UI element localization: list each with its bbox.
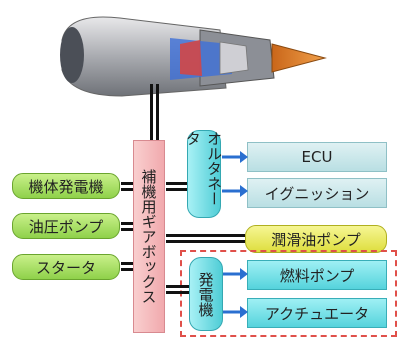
hydraulic-pump: 油圧ポンプ <box>12 213 120 239</box>
airframe-generator: 機体発電機 <box>12 173 120 199</box>
ecu-box: ECU <box>247 142 387 172</box>
connector-generator <box>166 285 189 288</box>
generator-label: 発電機 <box>196 271 215 317</box>
ignition-box: イグニッション <box>247 178 387 208</box>
starter-label: スタータ <box>35 258 96 277</box>
ecu-label: ECU <box>301 148 333 166</box>
alternator-label: オルタネータ <box>184 131 223 206</box>
starter: スタータ <box>12 254 120 280</box>
jet-engine-illustration <box>60 16 327 97</box>
connector-hydraulic-pump <box>121 222 133 225</box>
connector-starter <box>121 262 133 265</box>
connector-lube-pump <box>166 240 245 243</box>
lube-oil-pump: 潤滑油ポンプ <box>245 225 387 253</box>
connector-hydraulic-pump <box>121 228 133 231</box>
drive-shaft <box>150 84 153 144</box>
arrows-alternator <box>222 151 248 197</box>
connector-starter <box>121 268 133 271</box>
ignition-label: イグニッション <box>264 184 370 203</box>
fuel-pump: 燃料ポンプ <box>247 260 387 290</box>
accessory-gearbox-label: 補機用ギアボックス <box>139 169 158 304</box>
accessory-gearbox: 補機用ギアボックス <box>133 140 165 333</box>
connector-airframe-generator <box>121 182 133 185</box>
fuel-pump-label: 燃料ポンプ <box>279 266 355 285</box>
connector-lube-pump <box>166 234 245 237</box>
arrows-generator <box>223 268 248 318</box>
generator: 発電機 <box>189 257 223 331</box>
airframe-generator-label: 機体発電機 <box>28 177 104 196</box>
actuator: アクチュエータ <box>247 298 387 328</box>
lube-oil-pump-label: 潤滑油ポンプ <box>271 230 361 249</box>
alternator: オルタネータ <box>184 130 223 218</box>
connector-alternator <box>166 188 187 191</box>
connector-airframe-generator <box>121 188 133 191</box>
connector-alternator <box>166 182 187 185</box>
drive-shaft <box>156 84 159 144</box>
hydraulic-pump-label: 油圧ポンプ <box>28 217 104 236</box>
actuator-label: アクチュエータ <box>264 304 370 323</box>
connector-generator <box>166 291 189 294</box>
